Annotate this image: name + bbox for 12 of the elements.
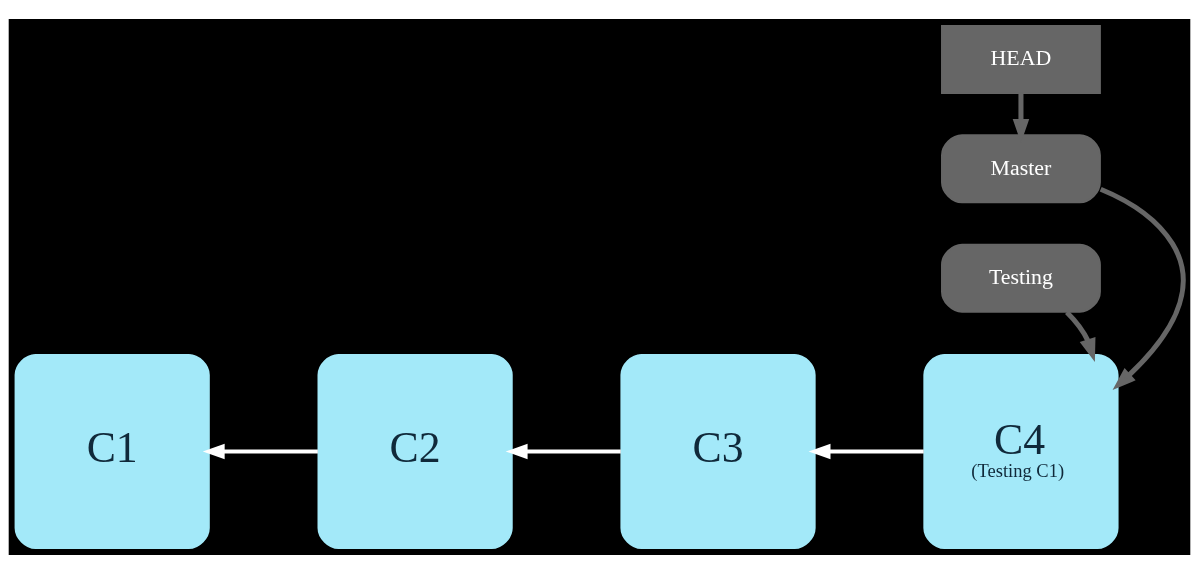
arrow: [202, 443, 318, 460]
node-box: HEAD: [941, 24, 1101, 94]
node-box: C2: [317, 353, 513, 550]
node-box: Testing: [941, 243, 1101, 313]
node-box: C1: [14, 353, 210, 550]
arrow: [1065, 310, 1096, 362]
arrow: [808, 443, 924, 460]
arrow: [1099, 186, 1186, 391]
node-box: C4 (Testing C1): [923, 353, 1119, 550]
node-box: C3: [620, 353, 816, 550]
node-box: Master: [941, 134, 1101, 204]
arrow: [505, 443, 621, 460]
